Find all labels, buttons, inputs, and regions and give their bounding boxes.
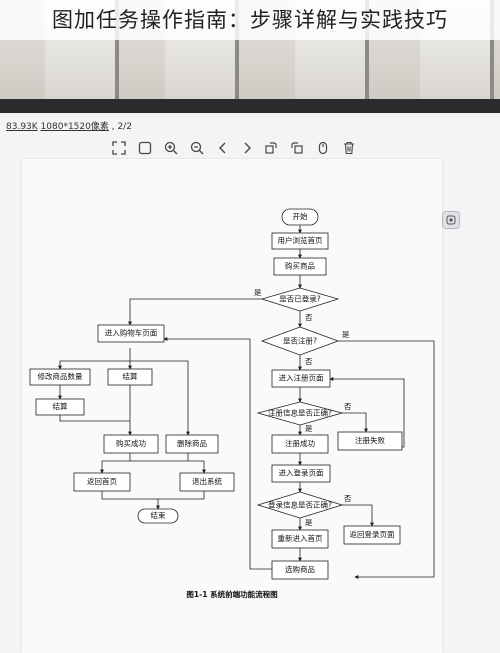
node-browse-home: 用户浏览首页	[271, 232, 329, 250]
svg-text:注册信息是否正确?: 注册信息是否正确?	[268, 408, 332, 418]
svg-text:进入注册页面: 进入注册页面	[279, 373, 324, 383]
svg-text:重新进入首页: 重新进入首页	[278, 533, 323, 543]
node-end: 结束	[137, 508, 179, 524]
zoom-out-icon[interactable]	[188, 139, 206, 157]
svg-text:开始: 开始	[293, 211, 308, 221]
node-login-info-decision: 登录信息是否正确?	[256, 491, 344, 519]
svg-text:用户浏览首页: 用户浏览首页	[278, 235, 323, 245]
fullscreen-icon[interactable]	[110, 139, 128, 157]
node-buy-goods: 购买商品	[273, 257, 327, 276]
monitor: 83.93K 1080*1520像素 , 2/2	[0, 99, 500, 653]
node-register-fail: 注册失败	[337, 431, 403, 451]
svg-text:注册失败: 注册失败	[355, 435, 385, 445]
edge-label-no: 否	[305, 357, 313, 366]
prev-icon[interactable]	[214, 139, 232, 157]
edge-label-yes: 是	[342, 330, 350, 339]
svg-text:结算: 结算	[123, 371, 138, 381]
svg-text:返回首页: 返回首页	[87, 476, 117, 486]
edge-label-no: 否	[344, 494, 352, 503]
figure-caption: 图1-1 系统前端功能流程图	[186, 589, 278, 599]
expand-icon	[446, 215, 456, 225]
document-page: 开始 用户浏览首页 购买商品 是否已登录? 进入购物车页面	[22, 159, 460, 653]
page-indicator: 2/2	[117, 122, 132, 132]
edge-label-no: 否	[305, 313, 313, 322]
svg-text:进入购物车页面: 进入购物车页面	[105, 328, 158, 338]
image-info-bar: 83.93K 1080*1520像素 , 2/2	[6, 122, 132, 132]
node-enter-cart: 进入购物车页面	[97, 324, 165, 343]
svg-text:退出系统: 退出系统	[192, 476, 222, 486]
svg-text:修改商品数量: 修改商品数量	[38, 371, 83, 381]
node-return-home: 返回首页	[73, 472, 131, 492]
svg-text:登录信息是否正确?: 登录信息是否正确?	[268, 500, 332, 510]
delete-icon[interactable]	[340, 139, 358, 157]
expand-button[interactable]	[442, 211, 460, 229]
svg-text:进入登录页面: 进入登录页面	[279, 468, 324, 478]
svg-text:是否注册?: 是否注册?	[283, 336, 317, 346]
mouse-icon[interactable]	[314, 139, 332, 157]
node-start: 开始	[281, 208, 319, 226]
node-register-success: 注册成功	[271, 434, 329, 454]
node-modify-quantity: 修改商品数量	[29, 368, 91, 386]
overlay-caption: 图加任务操作指南：步骤详解与实践技巧	[0, 0, 500, 40]
node-return-login: 返回登录页面	[343, 525, 401, 545]
node-register-info-decision: 注册信息是否正确?	[256, 401, 344, 426]
svg-text:结束: 结束	[151, 510, 166, 520]
node-registered-decision: 是否注册?	[260, 326, 340, 356]
flowchart: 开始 用户浏览首页 购买商品 是否已登录? 进入购物车页面	[29, 208, 435, 599]
image-viewer: 83.93K 1080*1520像素 , 2/2	[0, 113, 500, 653]
next-icon[interactable]	[238, 139, 256, 157]
node-select-goods: 选购商品	[271, 560, 329, 580]
node-purchase-success: 购买成功	[103, 434, 159, 454]
edge-label-yes: 是	[305, 424, 313, 433]
node-logged-in-decision: 是否已登录?	[260, 287, 340, 312]
svg-text:选购商品: 选购商品	[285, 564, 315, 574]
edge-label-no: 否	[344, 402, 352, 411]
zoom-in-icon[interactable]	[162, 139, 180, 157]
svg-text:返回登录页面: 返回登录页面	[350, 529, 395, 539]
rotate-right-icon[interactable]	[262, 139, 280, 157]
file-size: 83.93K	[6, 122, 38, 132]
rotate-left-icon[interactable]	[288, 139, 306, 157]
svg-text:注册成功: 注册成功	[285, 438, 315, 448]
image-dimensions: 1080*1520像素	[40, 122, 109, 132]
node-enter-login: 进入登录页面	[271, 464, 331, 483]
svg-text:购买成功: 购买成功	[116, 438, 146, 448]
node-checkout-main: 结算	[107, 368, 153, 386]
node-exit-system: 退出系统	[179, 472, 235, 492]
node-delete-goods: 删除商品	[165, 434, 219, 454]
svg-text:购买商品: 购买商品	[285, 261, 315, 271]
fit-icon[interactable]	[136, 139, 154, 157]
node-reenter-home: 重新进入首页	[271, 529, 329, 549]
node-checkout-sub: 结算	[35, 398, 85, 416]
node-enter-register: 进入注册页面	[271, 369, 331, 388]
svg-text:结算: 结算	[53, 401, 68, 411]
svg-text:删除商品: 删除商品	[177, 438, 207, 448]
edge-label-yes: 是	[305, 518, 313, 527]
edge-label-yes: 是	[254, 288, 262, 297]
svg-text:是否已登录?: 是否已登录?	[279, 294, 320, 304]
